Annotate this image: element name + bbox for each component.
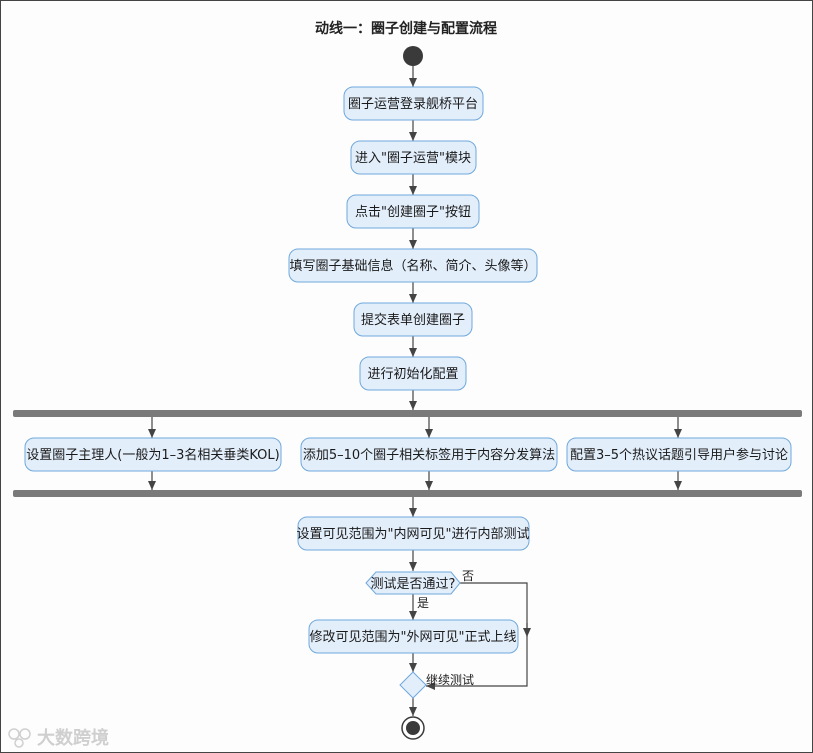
watermark-text: 大数跨境 bbox=[37, 727, 109, 749]
node-set-owner-label: 设置圈子主理人(一般为1–3名相关垂类KOL) bbox=[26, 447, 279, 463]
node-submit-label: 提交表单创建圈子 bbox=[361, 312, 465, 328]
node-login: 圈子运营登录舰桥平台 bbox=[343, 86, 484, 121]
watermark: 大数跨境 bbox=[8, 727, 109, 749]
edges bbox=[148, 66, 682, 716]
join-bar bbox=[13, 490, 802, 497]
node-submit: 提交表单创建圈子 bbox=[353, 302, 473, 337]
start-node bbox=[403, 46, 423, 66]
node-init-config: 进行初始化配置 bbox=[359, 356, 467, 391]
decision-label: 测试是否通过? bbox=[371, 577, 456, 592]
node-set-owner: 设置圈子主理人(一般为1–3名相关垂类KOL) bbox=[24, 437, 282, 472]
node-fill-info: 填写圈子基础信息（名称、简介、头像等） bbox=[288, 248, 538, 283]
node-fill-info-label: 填写圈子基础信息（名称、简介、头像等） bbox=[289, 258, 536, 274]
edge-label-no: 否 bbox=[462, 569, 474, 583]
watermark-logo-icon bbox=[8, 728, 31, 748]
edge-label-yes: 是 bbox=[417, 596, 429, 610]
node-init-config-label: 进行初始化配置 bbox=[367, 367, 458, 382]
node-click-create: 点击"创建圈子"按钮 bbox=[346, 194, 480, 229]
node-go-public: 修改可见范围为"外网可见"正式上线 bbox=[308, 619, 519, 654]
node-config-topics: 配置3–5个热议话题引导用户参与讨论 bbox=[566, 437, 792, 472]
node-login-label: 圈子运营登录舰桥平台 bbox=[348, 97, 478, 112]
node-enter-module: 进入"圈子运营"模块 bbox=[350, 140, 477, 175]
node-add-tags-label: 添加5–10个圈子相关标签用于内容分发算法 bbox=[303, 447, 555, 463]
node-enter-module-label: 进入"圈子运营"模块 bbox=[355, 151, 471, 166]
end-node bbox=[401, 716, 425, 740]
node-set-internal: 设置可见范围为"内网可见"进行内部测试 bbox=[297, 516, 530, 551]
decision-node: 测试是否通过? bbox=[365, 571, 461, 595]
edge-label-continue: 继续测试 bbox=[426, 672, 474, 687]
node-go-public-label: 修改可见范围为"外网可见"正式上线 bbox=[310, 630, 517, 645]
fork-bar bbox=[13, 410, 802, 417]
node-set-internal-label: 设置可见范围为"内网可见"进行内部测试 bbox=[297, 526, 530, 542]
node-config-topics-label: 配置3–5个热议话题引导用户参与讨论 bbox=[570, 447, 788, 463]
node-add-tags: 添加5–10个圈子相关标签用于内容分发算法 bbox=[300, 437, 558, 472]
merge-node bbox=[399, 671, 427, 699]
node-click-create-label: 点击"创建圈子"按钮 bbox=[355, 205, 471, 220]
diagram-title: 动线一：圈子创建与配置流程 bbox=[315, 20, 497, 37]
